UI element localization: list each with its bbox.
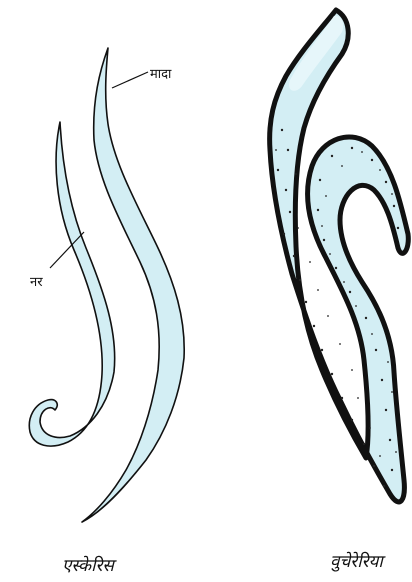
label-male: नर	[30, 272, 43, 290]
caption-ascaris: एस्केरिस	[62, 553, 114, 576]
caption-wuchereria: वुचेरेरिया	[330, 549, 383, 572]
leader-line-female	[112, 72, 148, 88]
wuchereria-body	[270, 10, 409, 502]
label-female: मादा	[150, 64, 171, 82]
